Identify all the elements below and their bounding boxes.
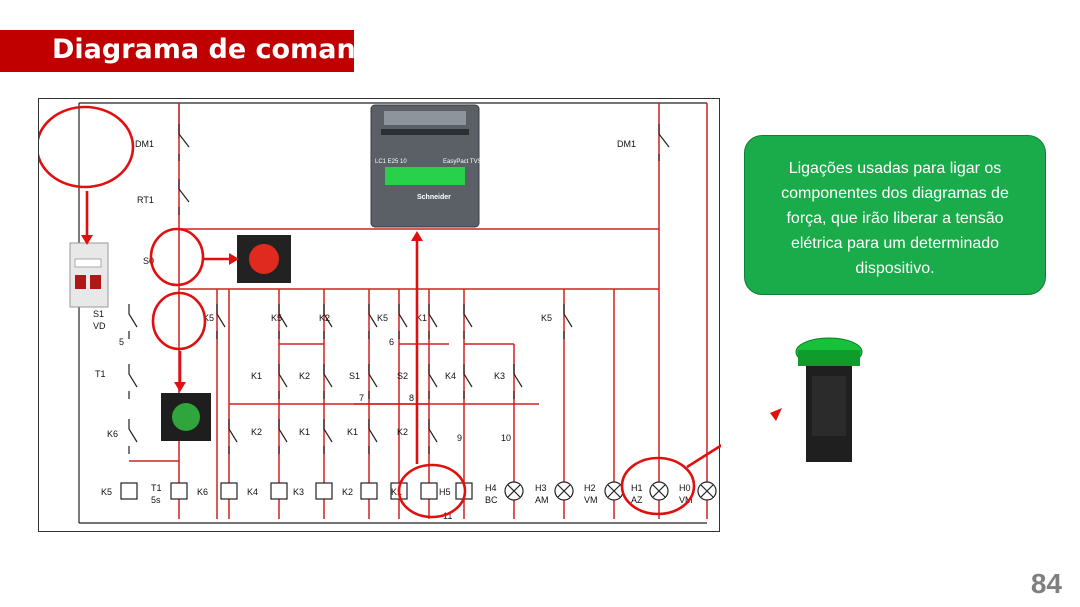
node-9: 9 xyxy=(457,433,462,443)
coils xyxy=(120,482,473,500)
label-k2b: K2 xyxy=(299,371,310,381)
lamp-h2: H2 xyxy=(584,483,596,493)
label-k6: K6 xyxy=(107,429,118,439)
label-dm1-b: DM1 xyxy=(617,139,636,149)
label-k1d: K1 xyxy=(347,427,358,437)
label-k5: K5 xyxy=(203,313,214,323)
label-k2d: K2 xyxy=(397,427,408,437)
contactor-brand: Schneider xyxy=(417,194,451,201)
coil-k1: K1 xyxy=(391,487,402,497)
node-7: 7 xyxy=(359,393,364,403)
callout-box: Ligações usadas para ligar os componente… xyxy=(744,135,1046,295)
label-k2c: K2 xyxy=(251,427,262,437)
node-8: 8 xyxy=(409,393,414,403)
green-button-image xyxy=(161,393,211,441)
highlights xyxy=(35,105,780,519)
label-t1: T1 xyxy=(95,369,106,379)
lamps xyxy=(504,481,717,501)
highlight-circle-k1 xyxy=(397,463,467,519)
label-vd: VD xyxy=(93,321,106,331)
pilot-lamp-image xyxy=(795,337,863,462)
label-k5b: K5 xyxy=(271,313,282,323)
highlight-circle-h1 xyxy=(620,456,696,516)
red-button-image xyxy=(237,235,291,283)
label-k2: K2 xyxy=(319,313,330,323)
coil-h5: H5 xyxy=(439,487,451,497)
lamp-h0: H0 xyxy=(679,483,691,493)
contactor-model: LC1 E25 10 xyxy=(375,159,407,165)
label-s1: S1 xyxy=(93,309,104,319)
coil-k4: K4 xyxy=(247,487,258,497)
label-s1b: S1 xyxy=(349,371,360,381)
contactor-image: LC1 E25 10 Schneider EasyPact TVS xyxy=(370,104,482,228)
coil-k3: K3 xyxy=(293,487,304,497)
lamp-vm2: VM xyxy=(679,495,693,505)
lamp-h1: H1 xyxy=(631,483,643,493)
contactor-series: EasyPact TVS xyxy=(443,159,482,165)
slide-title: Diagrama de comando xyxy=(52,34,394,65)
coil-k5: K5 xyxy=(101,487,112,497)
label-rt1: RT1 xyxy=(137,195,154,205)
diagram-svg: DM1 RT1 S0 S1 VD T1 K6 K5 K5 K2 K5 K1 K5… xyxy=(35,102,780,524)
red-wires xyxy=(129,103,708,519)
label-s2: S2 xyxy=(397,371,408,381)
lamp-az: AZ xyxy=(631,495,643,505)
coil-t1: T1 xyxy=(151,483,162,493)
page-number: 84 xyxy=(1030,568,1062,599)
label-k5c2: K5 xyxy=(377,313,388,323)
highlight-circle-s0 xyxy=(149,227,205,287)
title-bar xyxy=(0,30,354,72)
coil-5s: 5s xyxy=(151,495,161,505)
lamp-bc: BC xyxy=(485,495,498,505)
label-k1c: K1 xyxy=(299,427,310,437)
node-6: 6 xyxy=(389,337,394,347)
label-s0: S0 xyxy=(143,256,154,266)
arrow-heads xyxy=(81,231,423,392)
command-diagram: DM1 RT1 S0 S1 VD T1 K6 K5 K5 K2 K5 K1 K5… xyxy=(35,98,780,532)
node-10: 10 xyxy=(501,433,511,443)
label-k4: K4 xyxy=(445,371,456,381)
highlight-circle-s1 xyxy=(151,291,207,351)
node-5: 5 xyxy=(119,337,124,347)
circuit-breaker xyxy=(69,242,109,308)
coil-k6: K6 xyxy=(197,487,208,497)
node-11: 11 xyxy=(443,511,452,521)
label-dm1-a: DM1 xyxy=(135,139,154,149)
lamp-am: AM xyxy=(535,495,549,505)
lamp-h4: H4 xyxy=(485,483,497,493)
label-k1b: K1 xyxy=(251,371,262,381)
label-k1: K1 xyxy=(416,313,427,323)
callout-text: Ligações usadas para ligar os componente… xyxy=(781,160,1009,277)
coil-k2: K2 xyxy=(342,487,353,497)
label-k5d: K5 xyxy=(541,313,552,323)
lamp-h3: H3 xyxy=(535,483,547,493)
lamp-vm: VM xyxy=(584,495,598,505)
label-k3: K3 xyxy=(494,371,505,381)
